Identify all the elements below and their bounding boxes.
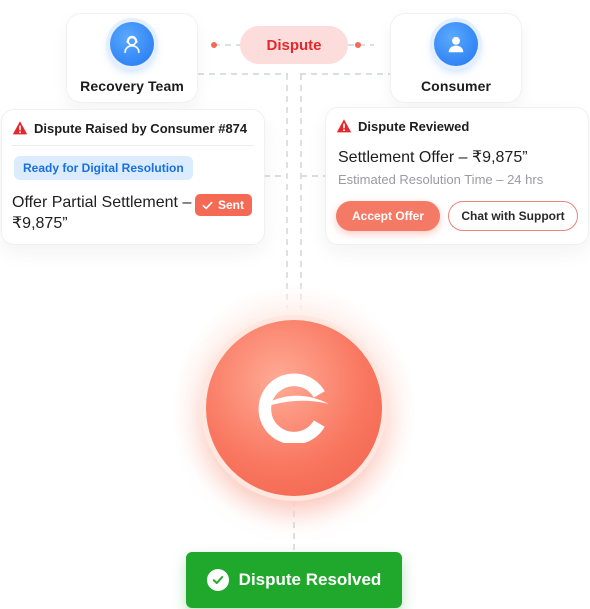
- chat-with-support-button[interactable]: Chat with Support: [448, 201, 578, 231]
- dispute-raised-card: Dispute Raised by Consumer #874 Ready fo…: [2, 110, 264, 244]
- check-icon: [202, 201, 213, 209]
- resolution-hub: [206, 320, 382, 496]
- dispute-pill: Dispute: [240, 26, 348, 64]
- partial-settlement-offer-text: Offer Partial Settlement – ₹9,875”: [12, 194, 192, 232]
- dispute-reviewed-title: Dispute Reviewed: [358, 118, 470, 134]
- accept-offer-button[interactable]: Accept Offer: [336, 201, 440, 231]
- dispute-reviewed-card: Dispute Reviewed Settlement Offer – ₹9,8…: [326, 108, 588, 244]
- settlement-offer-title: Settlement Offer – ₹9,875”: [338, 149, 528, 166]
- dispute-resolved-button[interactable]: Dispute Resolved: [186, 552, 402, 608]
- estimated-resolution-time: Estimated Resolution Time – 24 hrs: [338, 172, 544, 187]
- sent-label: Sent: [217, 198, 244, 212]
- dispute-pill-label: Dispute: [266, 36, 322, 54]
- brand-logo-icon: [258, 373, 329, 443]
- card-divider: [12, 145, 254, 146]
- consumer-card: Consumer: [391, 14, 521, 102]
- status-tag: Ready for Digital Resolution: [14, 156, 193, 180]
- user-icon: [434, 22, 478, 66]
- warning-icon: [336, 119, 352, 133]
- recovery-team-label: Recovery Team: [80, 78, 184, 94]
- warning-icon: [12, 121, 28, 135]
- agent-icon: [110, 22, 154, 66]
- dispute-raised-title: Dispute Raised by Consumer #874: [34, 120, 248, 136]
- consumer-label: Consumer: [420, 78, 492, 94]
- recovery-team-card: Recovery Team: [67, 14, 197, 102]
- check-circle-icon: [206, 569, 229, 591]
- dispute-resolved-label: Dispute Resolved: [238, 570, 382, 589]
- sent-badge: Sent: [194, 194, 252, 216]
